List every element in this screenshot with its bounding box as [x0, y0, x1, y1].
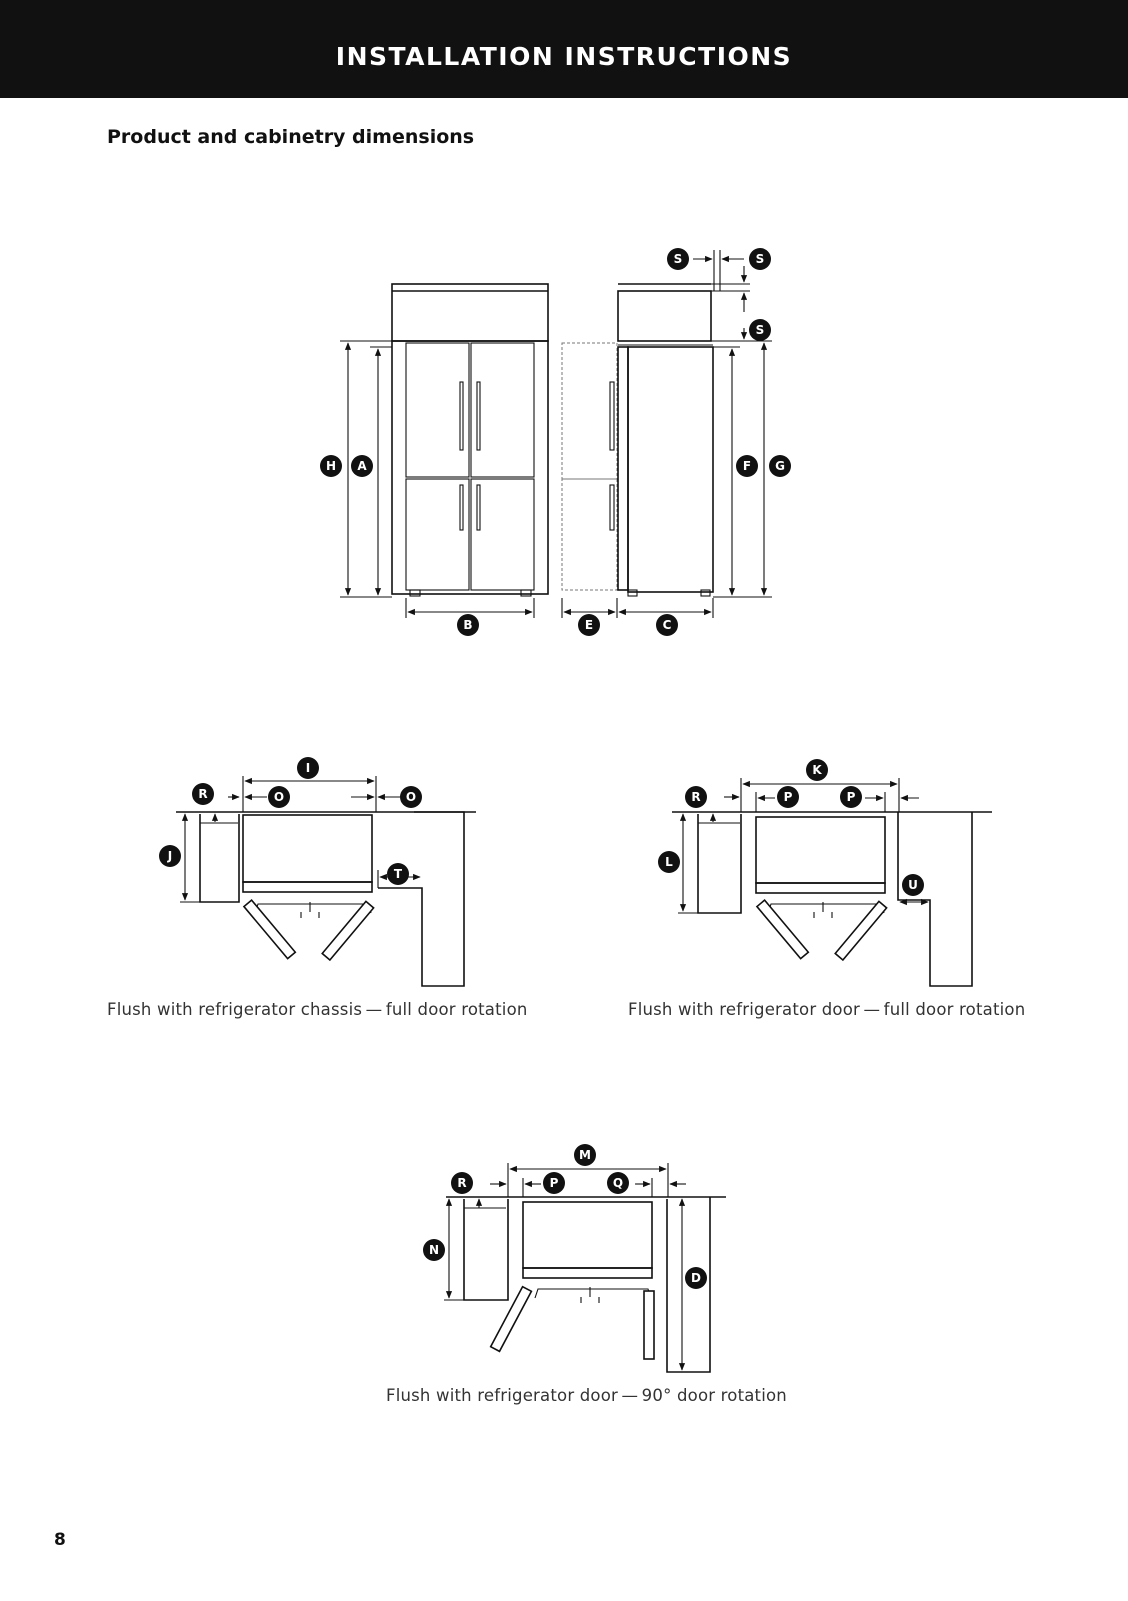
- svg-text:G: G: [775, 459, 785, 473]
- label-badge-n: N: [423, 1239, 445, 1261]
- label-badge-a: A: [351, 455, 373, 477]
- front-door-top-right: [470, 342, 535, 478]
- label-badge-k: K: [806, 759, 828, 781]
- svg-text:A: A: [357, 459, 367, 473]
- svg-text:O: O: [274, 790, 284, 804]
- label-badge-r: R: [192, 783, 214, 805]
- svg-text:U: U: [908, 878, 918, 892]
- label-badge-p-1: P: [777, 786, 799, 808]
- header-bar: INSTALLATION INSTRUCTIONS: [0, 0, 1128, 98]
- label-badge-b: B: [457, 614, 479, 636]
- label-badge-f: F: [736, 455, 758, 477]
- svg-text:K: K: [812, 763, 822, 777]
- svg-text:C: C: [663, 618, 672, 632]
- caption-chassis-flush: Flush with refrigerator chassis — full d…: [107, 1000, 528, 1019]
- svg-text:T: T: [394, 867, 403, 881]
- label-badge-m: M: [574, 1144, 596, 1166]
- door-90-right-door-open: [643, 1290, 655, 1360]
- front-door-bottom-right: [470, 478, 535, 591]
- door-90-refrigerator-body: [522, 1201, 653, 1269]
- front-door-top-left: [405, 342, 470, 478]
- svg-text:I: I: [306, 761, 310, 775]
- label-badge-o-2: O: [400, 786, 422, 808]
- door-flush-full-diagram: K R P P L U: [658, 759, 992, 987]
- svg-text:P: P: [550, 1176, 559, 1190]
- label-badge-g: G: [769, 455, 791, 477]
- front-door-bottom-left: [405, 478, 470, 591]
- svg-text:J: J: [167, 849, 172, 863]
- svg-text:P: P: [784, 790, 793, 804]
- label-badge-i: I: [297, 757, 319, 779]
- label-badge-s-2: S: [749, 248, 771, 270]
- chassis-right-door-open: [321, 900, 375, 962]
- svg-text:F: F: [743, 459, 751, 473]
- svg-text:S: S: [756, 323, 765, 337]
- svg-text:Q: Q: [613, 1176, 623, 1190]
- label-badge-d: D: [685, 1267, 707, 1289]
- label-badge-p: P: [543, 1172, 565, 1194]
- svg-text:E: E: [585, 618, 593, 632]
- door-full-left-door-open: [755, 899, 810, 960]
- door-flush-90-diagram: M R P Q N D: [423, 1144, 726, 1373]
- svg-text:S: S: [756, 252, 765, 266]
- label-badge-e: E: [578, 614, 600, 636]
- svg-text:N: N: [429, 1243, 439, 1257]
- label-badge-o-1: O: [268, 786, 290, 808]
- elevation-diagram: H A B E C F G S S S: [320, 248, 791, 636]
- label-badge-j: J: [159, 845, 181, 867]
- page-header-title: INSTALLATION INSTRUCTIONS: [335, 41, 793, 71]
- label-badge-l: L: [658, 851, 680, 873]
- side-door-swing-top: [561, 342, 618, 480]
- label-badge-s-1: S: [667, 248, 689, 270]
- label-badge-q: Q: [607, 1172, 629, 1194]
- side-cabinet-top: [617, 290, 712, 342]
- svg-text:S: S: [674, 252, 683, 266]
- section-heading: Product and cabinetry dimensions: [107, 126, 475, 148]
- page-number: 8: [54, 1530, 66, 1550]
- label-badge-r: R: [685, 786, 707, 808]
- svg-text:O: O: [406, 790, 416, 804]
- caption-door-flush-full: Flush with refrigerator door — full door…: [628, 1000, 1026, 1019]
- side-door-swing-bottom: [561, 478, 618, 591]
- svg-text:R: R: [457, 1176, 466, 1190]
- label-badge-s-3: S: [749, 319, 771, 341]
- label-badge-t: T: [387, 863, 409, 885]
- door-90-left-door-open: [489, 1285, 533, 1353]
- svg-text:R: R: [691, 790, 700, 804]
- door-full-right-door-open: [834, 900, 888, 962]
- svg-text:L: L: [665, 855, 673, 869]
- chassis-flush-diagram: I R O O J T: [159, 757, 476, 987]
- label-badge-h: H: [320, 455, 342, 477]
- svg-text:R: R: [198, 787, 207, 801]
- svg-text:D: D: [691, 1271, 701, 1285]
- label-badge-u: U: [902, 874, 924, 896]
- chassis-left-door-open: [242, 899, 297, 960]
- label-badge-r: R: [451, 1172, 473, 1194]
- label-badge-c: C: [656, 614, 678, 636]
- svg-text:B: B: [463, 618, 472, 632]
- svg-text:M: M: [579, 1148, 591, 1162]
- caption-door-flush-90: Flush with refrigerator door — 90° door …: [386, 1386, 787, 1405]
- label-badge-p-2: P: [840, 786, 862, 808]
- front-refrigerator-body: [391, 340, 549, 595]
- svg-text:P: P: [847, 790, 856, 804]
- svg-text:H: H: [326, 459, 336, 473]
